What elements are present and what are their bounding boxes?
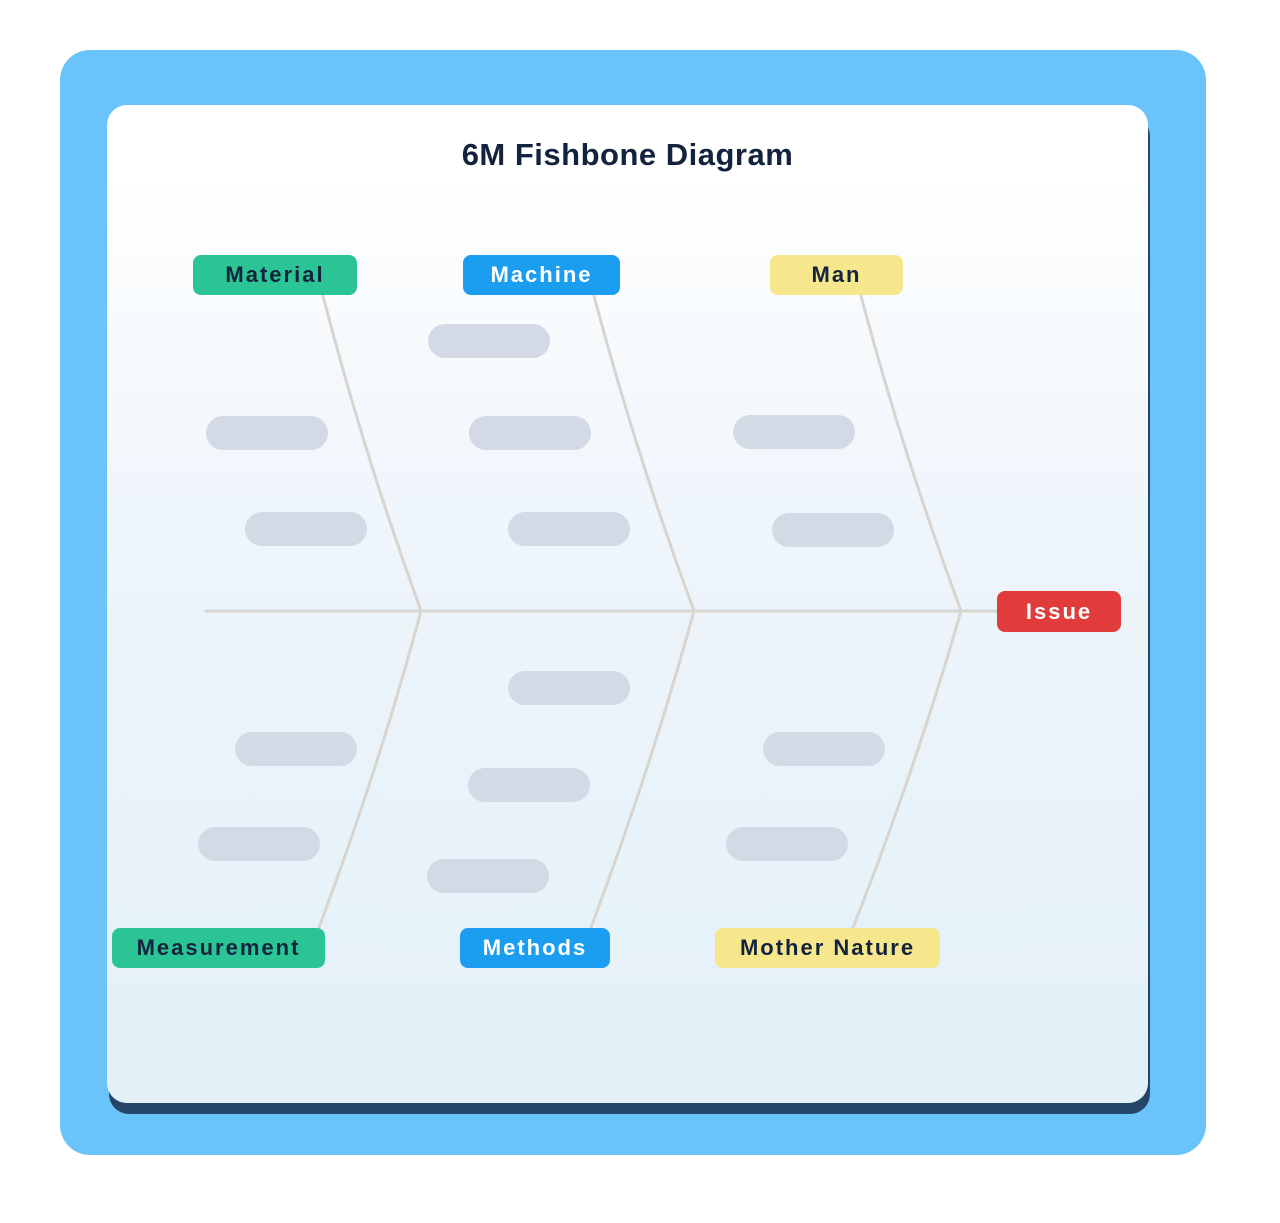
bone-line-measurement xyxy=(316,609,423,932)
cause-placeholder-pill[interactable] xyxy=(427,859,549,893)
cause-placeholder-pill[interactable] xyxy=(508,512,630,546)
cause-placeholder-pill[interactable] xyxy=(508,671,630,705)
cause-placeholder-pill[interactable] xyxy=(733,415,855,449)
category-label-material[interactable]: Material xyxy=(193,255,357,295)
cause-placeholder-pill[interactable] xyxy=(468,768,590,802)
bone-line-mother-nature xyxy=(850,609,963,932)
cause-placeholder-pill[interactable] xyxy=(726,827,848,861)
bone-line-machine xyxy=(592,294,696,613)
category-label-mother-nature[interactable]: Mother Nature xyxy=(715,928,940,968)
category-label-man[interactable]: Man xyxy=(770,255,903,295)
bone-line-man xyxy=(859,294,963,613)
bone-line-material xyxy=(321,294,423,613)
diagram-title: 6M Fishbone Diagram xyxy=(461,137,794,172)
bone-line-methods xyxy=(588,609,696,932)
cause-placeholder-pill[interactable] xyxy=(206,416,328,450)
effect-label-issue[interactable]: Issue xyxy=(997,591,1121,632)
category-label-measurement[interactable]: Measurement xyxy=(112,928,325,968)
cause-placeholder-pill[interactable] xyxy=(772,513,894,547)
cause-placeholder-pill[interactable] xyxy=(245,512,367,546)
cause-placeholder-pill[interactable] xyxy=(469,416,591,450)
cause-placeholder-pill[interactable] xyxy=(235,732,357,766)
category-label-methods[interactable]: Methods xyxy=(460,928,610,968)
cause-placeholder-pill[interactable] xyxy=(428,324,550,358)
cause-placeholder-pill[interactable] xyxy=(198,827,320,861)
cause-placeholder-pill[interactable] xyxy=(763,732,885,766)
category-label-machine[interactable]: Machine xyxy=(463,255,620,295)
